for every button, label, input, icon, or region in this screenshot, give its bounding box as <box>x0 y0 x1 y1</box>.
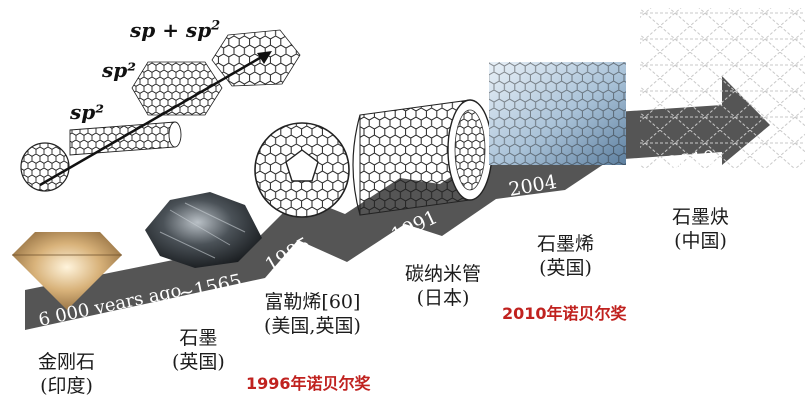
hybridization-sp-sp2-base: sp + sp <box>130 18 212 42</box>
hybridization-sp2-tube: sp² <box>70 100 105 124</box>
hybridization-sp-sp2-sup: 2 <box>211 18 221 34</box>
fullerene-structure <box>254 122 350 218</box>
graphyne-origin: (中国) <box>674 230 727 252</box>
graphite-label: 石墨 (英国) <box>172 326 225 374</box>
diamond-name: 金刚石 <box>38 351 96 373</box>
graphyne-label: 石墨炔 (中国) <box>672 205 729 253</box>
nanotube-origin: (日本) <box>416 287 470 309</box>
diamond-label: 金刚石 (印度) <box>38 350 95 398</box>
nanotube-label: 碳纳米管 (日本) <box>405 262 481 310</box>
graphene-image <box>489 62 626 165</box>
graphite-image <box>145 192 262 268</box>
hybridization-sp2-sheet: sp² <box>102 58 137 82</box>
inset-nanotube <box>69 121 182 156</box>
diamond-image <box>12 232 122 310</box>
nobel-graphene: 2010年诺贝尔奖 <box>502 304 627 323</box>
nobel-fullerene: 1996年诺贝尔奖 <box>246 374 371 393</box>
graphyne-name: 石墨炔 <box>672 206 730 228</box>
fullerene-name: 富勒烯[60] <box>264 291 361 313</box>
nanotube-name: 碳纳米管 <box>405 263 482 285</box>
graphyne-structure <box>640 8 805 168</box>
graphite-origin: (英国) <box>172 351 225 373</box>
fullerene-origin: (美国,英国) <box>264 315 361 337</box>
inset-arrow <box>39 51 272 187</box>
diamond-origin: (印度) <box>40 375 93 397</box>
hybridization-sp-sp2: sp + sp2 <box>130 18 220 42</box>
graphene-label: 石墨烯 (英国) <box>537 232 594 280</box>
graphene-origin: (英国) <box>539 257 592 279</box>
nanotube-structure <box>352 99 493 216</box>
fullerene-label: 富勒烯[60] (美国,英国) <box>264 290 361 338</box>
inset-fullerene <box>20 142 70 192</box>
inset-graphene <box>131 61 223 116</box>
graphene-name: 石墨烯 <box>537 233 595 255</box>
graphite-name: 石墨 <box>179 327 218 349</box>
